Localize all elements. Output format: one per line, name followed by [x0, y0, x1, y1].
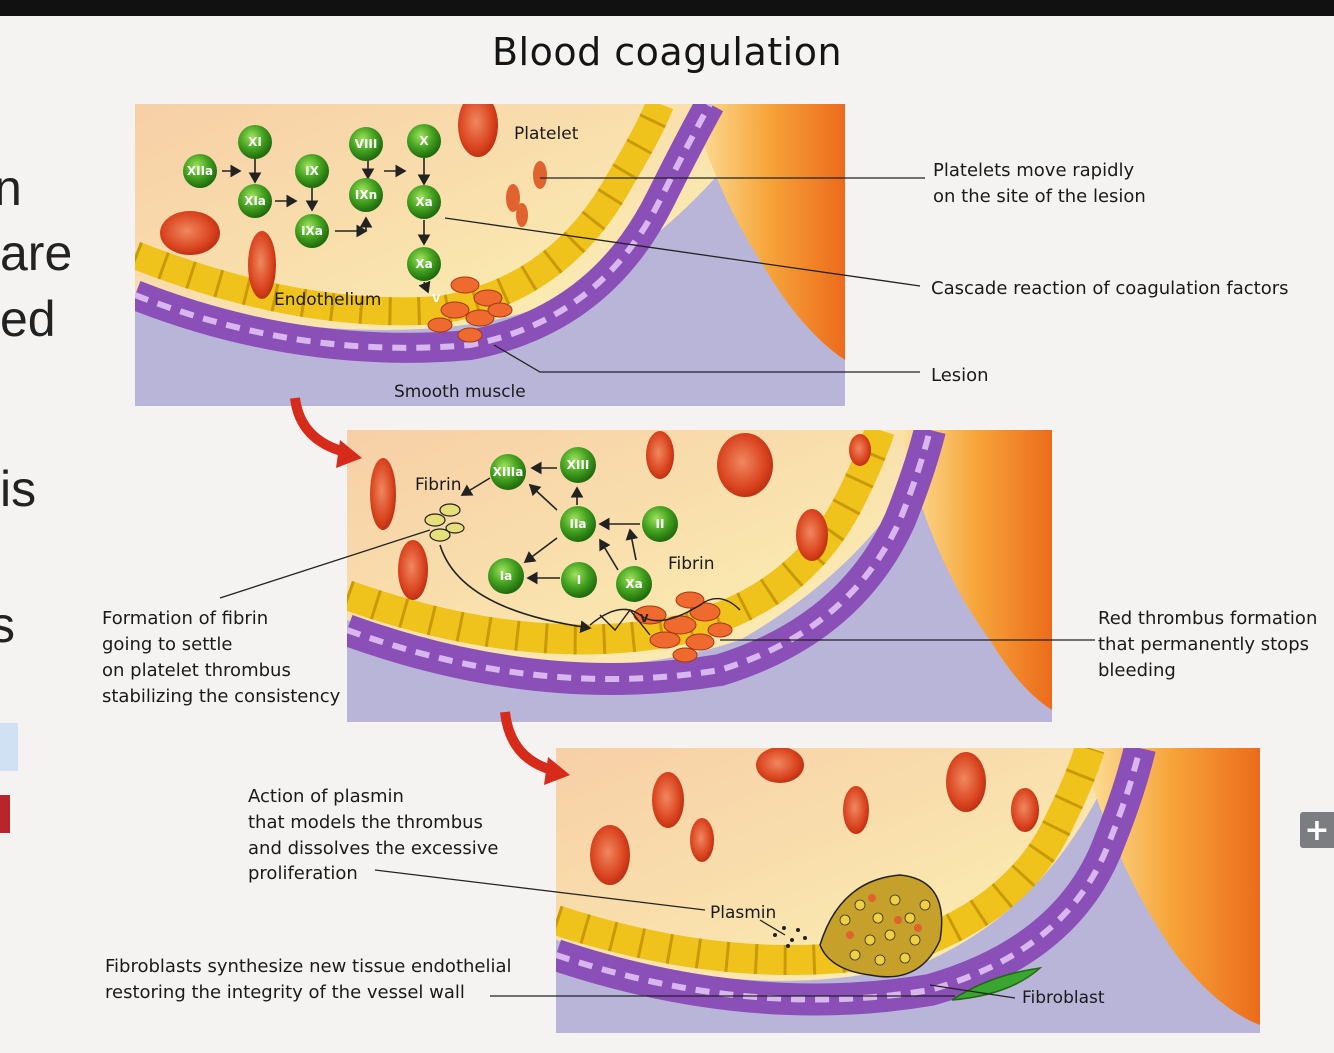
- red-blood-cell: [717, 433, 773, 497]
- red-blood-cell: [849, 434, 871, 466]
- svg-text:XIa: XIa: [244, 194, 266, 208]
- factor-node: XIIa: [183, 154, 217, 188]
- red-blood-cell: [843, 786, 869, 834]
- factor-node: I: [561, 562, 597, 598]
- svg-text:Xa: Xa: [415, 195, 432, 209]
- red-blood-cell: [1011, 788, 1039, 832]
- factor-node: IX: [295, 154, 329, 188]
- red-blood-cell: [646, 431, 674, 479]
- svg-text:IIa: IIa: [569, 517, 586, 531]
- svg-text:XIIa: XIIa: [187, 164, 213, 178]
- platelet: [516, 203, 528, 227]
- platelet: [533, 161, 547, 189]
- annotation-red-thrombus: Red thrombus formation: [1098, 608, 1317, 629]
- svg-text:Xa: Xa: [625, 577, 642, 591]
- svg-text:II: II: [656, 517, 665, 531]
- factor-node: XI: [238, 125, 272, 159]
- factor-node: Xa: [407, 185, 441, 219]
- factor-node: VIII: [349, 127, 383, 161]
- factor-node: XIa: [238, 184, 272, 218]
- annotation-plasmin-action: Action of plasmin: [248, 786, 404, 807]
- svg-text:Ia: Ia: [500, 569, 513, 583]
- panel-2: [347, 430, 1052, 722]
- svg-text:XIII: XIII: [567, 458, 590, 472]
- factor-node: XIII: [560, 447, 596, 483]
- endothelium-label: Endothelium: [274, 290, 381, 310]
- factor-node: IXn: [349, 178, 383, 212]
- red-blood-cell: [370, 458, 396, 530]
- annotation-lesion: Lesion: [931, 365, 989, 386]
- svg-text:I: I: [577, 573, 581, 587]
- factor-node: X: [407, 124, 441, 158]
- factor-node: IIa: [560, 506, 596, 542]
- svg-text:IXn: IXn: [355, 188, 377, 202]
- red-blood-cell: [796, 509, 828, 561]
- annotation-platelets-move: Platelets move rapidly: [933, 160, 1135, 181]
- annotation-formation-fibrin: on platelet thrombus: [102, 660, 291, 681]
- annotation-plasmin-action: proliferation: [248, 863, 358, 884]
- panel-3: [556, 747, 1260, 1033]
- red-blood-cell: [590, 825, 630, 885]
- annotation-red-thrombus: bleeding: [1098, 660, 1176, 681]
- fibroblast-label: Fibroblast: [1022, 988, 1105, 1008]
- svg-text:VIII: VIII: [355, 137, 378, 151]
- red-blood-cell: [946, 752, 986, 812]
- factor-node: IXa: [295, 214, 329, 248]
- annotation-fibroblasts: Fibroblasts synthesize new tissue endoth…: [105, 956, 512, 977]
- red-blood-cell: [690, 818, 714, 862]
- factor-label: V: [640, 612, 649, 625]
- platelet-label: Platelet: [514, 124, 579, 144]
- fibrin-label-left: Fibrin: [415, 475, 462, 495]
- red-blood-cell: [160, 211, 220, 255]
- svg-text:X: X: [419, 134, 429, 148]
- svg-text:IX: IX: [305, 164, 319, 178]
- svg-text:IXa: IXa: [301, 224, 323, 238]
- svg-text:XIIIa: XIIIa: [493, 465, 524, 479]
- red-blood-cell: [458, 93, 498, 157]
- annotation-cascade: Cascade reaction of coagulation factors: [931, 278, 1289, 299]
- red-blood-cell: [652, 772, 684, 828]
- plasmin-label: Plasmin: [710, 903, 776, 923]
- red-blood-cell: [248, 231, 276, 299]
- red-blood-cell: [398, 540, 428, 600]
- annotation-plasmin-action: and dissolves the excessive: [248, 838, 498, 859]
- annotation-plasmin-action: that models the thrombus: [248, 812, 483, 833]
- annotation-formation-fibrin: Formation of fibrin: [102, 608, 268, 629]
- annotation-red-thrombus: that permanently stops: [1098, 634, 1309, 655]
- annotation-formation-fibrin: stabilizing the consistency: [102, 686, 341, 707]
- factor-node: XIIIa: [490, 454, 526, 490]
- svg-text:XI: XI: [248, 135, 262, 149]
- fibrin-label-right: Fibrin: [668, 554, 715, 574]
- annotation-formation-fibrin: going to settle: [102, 634, 232, 655]
- red-blood-cell: [756, 747, 804, 783]
- factor-node: II: [642, 506, 678, 542]
- smooth-muscle-label: Smooth muscle: [394, 382, 526, 402]
- annotation-platelets-move: on the site of the lesion: [933, 186, 1146, 207]
- factor-label: V: [432, 292, 441, 305]
- annotation-fibroblasts: restoring the integrity of the vessel wa…: [105, 982, 465, 1003]
- factor-node: Xa: [407, 247, 441, 281]
- factor-node: Xa: [616, 566, 652, 602]
- svg-text:Xa: Xa: [415, 257, 432, 271]
- factor-node: Ia: [488, 558, 524, 594]
